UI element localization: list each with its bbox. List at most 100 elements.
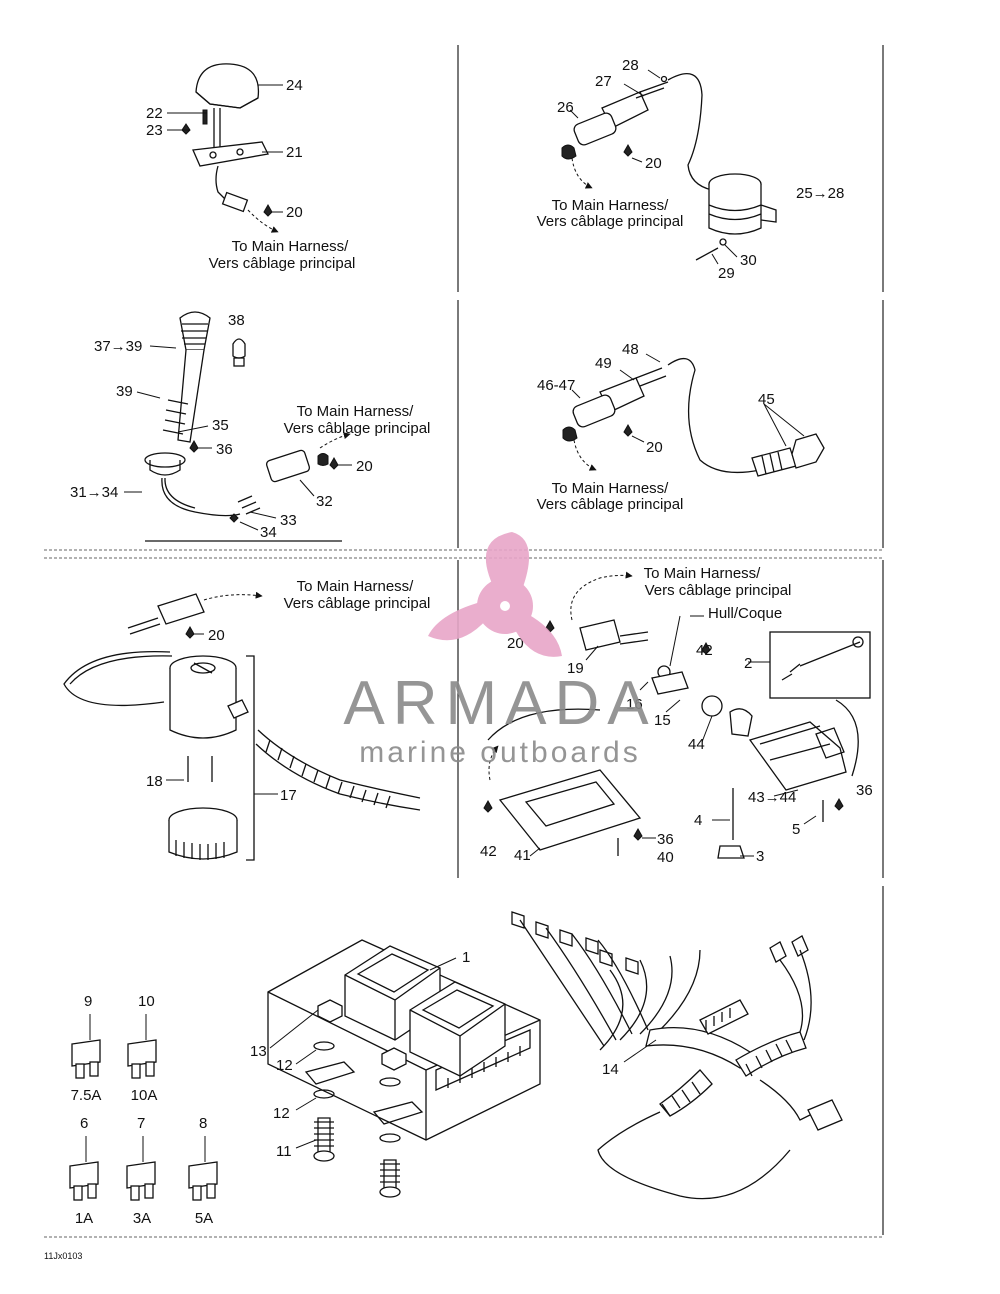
label-18: 18 <box>146 773 163 790</box>
fuse-9: 9 7.5A <box>71 993 102 1104</box>
compass-dome <box>195 63 260 109</box>
harness-caption-fr: Vers câblage principal <box>284 595 431 612</box>
label-45: 45 <box>758 391 775 408</box>
label-24: 24 <box>286 77 303 94</box>
light-base <box>144 452 186 468</box>
label-36: 36 <box>657 831 674 848</box>
label-42: 42 <box>696 642 713 659</box>
label-33: 33 <box>280 512 297 529</box>
trim-sender-panel: 20 19 16 15 44 42 Hull/Coque 2 43→44 36 … <box>480 565 873 866</box>
figure-code: 11Jx0103 <box>44 1251 82 1261</box>
label-20: 20 <box>286 204 303 221</box>
label-13: 13 <box>250 1043 267 1060</box>
label-11: 11 <box>276 1143 292 1160</box>
label-5: 5 <box>792 821 800 838</box>
label-9: 9 <box>84 993 92 1010</box>
propeller-logo-icon <box>428 532 562 657</box>
label-29: 29 <box>718 265 735 282</box>
label-48: 48 <box>622 341 639 358</box>
label-19: 19 <box>567 660 584 677</box>
label-44: 44 <box>688 736 705 753</box>
fuse-rating-1a: 1A <box>75 1210 93 1227</box>
label-4: 4 <box>694 812 702 829</box>
compass-bracket <box>192 141 269 167</box>
label-41: 41 <box>514 847 531 864</box>
label-12: 12 <box>276 1057 293 1074</box>
label-25-28: 25→28 <box>796 185 844 202</box>
label-2: 2 <box>744 655 752 672</box>
harness-sleeve <box>645 1027 751 1069</box>
label-20: 20 <box>507 635 524 652</box>
fuse-icon <box>127 1039 157 1067</box>
fuse-icon <box>71 1039 101 1067</box>
harness-caption-en: To Main Harness/ <box>552 480 670 497</box>
label-39: 39 <box>116 383 133 400</box>
fuse-icon <box>69 1161 99 1189</box>
sender-panel: 28 27 26 20 25→28 30 29 To Main Harness/… <box>537 57 845 282</box>
label-12: 12 <box>273 1105 290 1122</box>
label-34: 34 <box>260 524 277 541</box>
watermark: ARMADA marine outboards <box>343 532 656 769</box>
label-17: 17 <box>280 787 297 804</box>
bulb-icon <box>232 338 246 359</box>
label-43-44: 43→44 <box>748 789 796 806</box>
fuse-rating-10a: 10A <box>131 1087 158 1104</box>
temp-sender-panel: 48 49 46-47 20 45 To Main Harness/ Vers … <box>537 341 825 513</box>
fuse-7: 7 3A <box>126 1115 156 1227</box>
label-49: 49 <box>595 355 612 372</box>
label-28: 28 <box>622 57 639 74</box>
watermark-brand: ARMADA <box>343 669 656 738</box>
fuse-set: 9 7.5A 10 10A 6 1A 7 3A 8 <box>69 993 218 1227</box>
label-36: 36 <box>856 782 873 799</box>
harness-caption-fr: Vers câblage principal <box>537 496 684 513</box>
harness-caption-fr: Vers câblage principal <box>537 213 684 230</box>
harness-caption-fr: Vers câblage principal <box>209 255 356 272</box>
pump-connector <box>157 593 205 625</box>
label-20: 20 <box>208 627 225 644</box>
label-8: 8 <box>199 1115 207 1132</box>
label-20: 20 <box>356 458 373 475</box>
pump-hose <box>257 729 421 799</box>
label-27: 27 <box>595 73 612 90</box>
label-3: 3 <box>756 848 764 865</box>
label-7: 7 <box>137 1115 145 1132</box>
label-32: 32 <box>316 493 333 510</box>
light-connector <box>265 449 311 483</box>
fuse-rating-7-5a: 7.5A <box>71 1087 102 1104</box>
label-30: 30 <box>740 252 757 269</box>
fuse-rating-3a: 3A <box>133 1210 151 1227</box>
label-1: 1 <box>462 949 470 966</box>
harness-caption-en: To Main Harness/ <box>644 565 762 582</box>
compass-connector <box>221 191 249 213</box>
label-22: 22 <box>146 105 163 122</box>
harness-caption-en: To Main Harness/ <box>297 578 415 595</box>
hull-label: Hull/Coque <box>708 605 782 622</box>
label-40: 40 <box>657 849 674 866</box>
harness-caption-en: To Main Harness/ <box>297 403 415 420</box>
fuse-icon <box>188 1161 218 1189</box>
fuse-rating-5a: 5A <box>195 1210 213 1227</box>
label-26: 26 <box>557 99 574 116</box>
relay-2 <box>409 981 506 1077</box>
label-42: 42 <box>480 843 497 860</box>
label-16: 16 <box>626 696 643 713</box>
compass-panel: 24 22 23 21 20 To Main Harness/ Vers câb… <box>146 63 356 272</box>
label-14: 14 <box>602 1061 619 1078</box>
label-15: 15 <box>654 712 671 729</box>
harness-caption-en: To Main Harness/ <box>552 197 670 214</box>
fuse-box-panel: 1 13 12 12 11 14 <box>250 911 843 1200</box>
harness-caption-fr: Vers câblage principal <box>645 582 792 599</box>
harness-caption-fr: Vers câblage principal <box>284 420 431 437</box>
trim-arm <box>748 721 847 791</box>
label-23: 23 <box>146 122 163 139</box>
harness-caption-en: To Main Harness/ <box>232 238 350 255</box>
label-20: 20 <box>646 439 663 456</box>
label-36: 36 <box>216 441 233 458</box>
label-37-39: 37→39 <box>94 338 142 355</box>
label-6: 6 <box>80 1115 88 1132</box>
label-35: 35 <box>212 417 229 434</box>
trim-connector <box>579 619 621 651</box>
bilge-pump-panel: 20 18 17 To Main Harness/ Vers câblage p… <box>63 578 431 861</box>
watermark-tagline: marine outboards <box>359 736 640 769</box>
fuse-8: 8 5A <box>188 1115 218 1227</box>
